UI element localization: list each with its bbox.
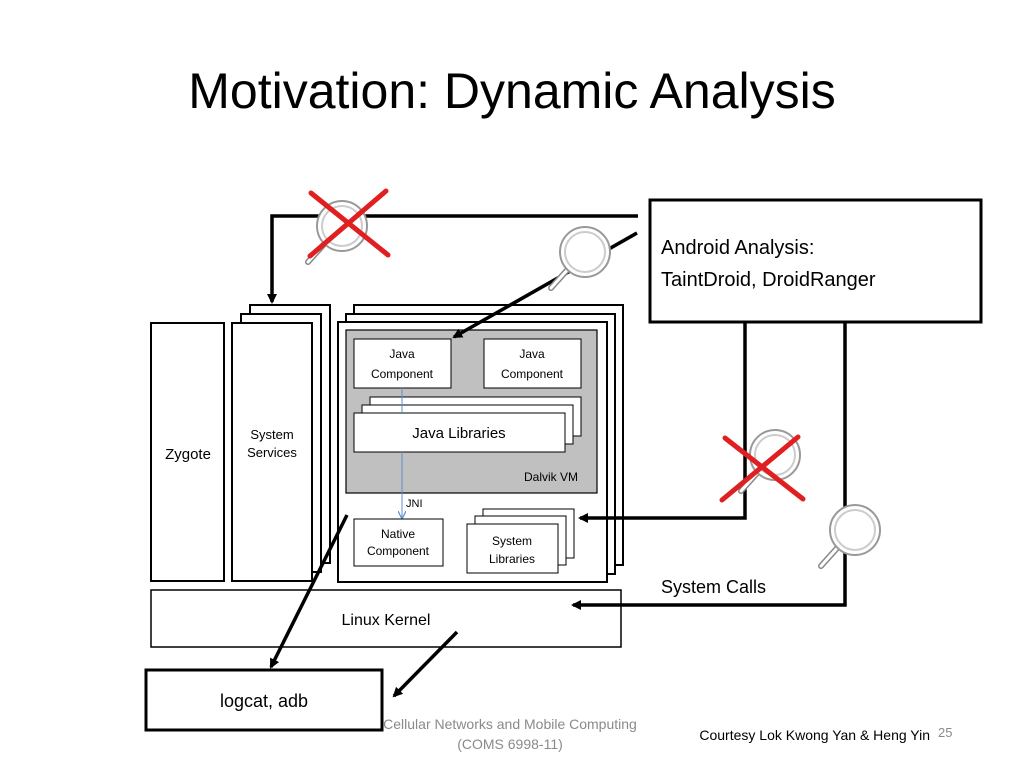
java-component-right: Java Component (483, 338, 582, 389)
system-libraries-label-2: Libraries (489, 552, 535, 566)
arrow-native-to-logcat (269, 514, 349, 669)
linux-kernel-label: Linux Kernel (342, 612, 431, 629)
android-analysis-label-2: TaintDroid, DroidRanger (661, 269, 876, 291)
jni-label: JNI (406, 498, 423, 510)
system-services-stack: System Services (231, 304, 331, 582)
java-component-left-label-2: Component (371, 367, 434, 381)
java-libraries-label: Java Libraries (412, 425, 505, 442)
system-calls-label: System Calls (661, 577, 766, 597)
system-libraries-label-1: System (492, 534, 532, 548)
system-libraries-stack: System Libraries (466, 508, 575, 574)
native-component: Native Component (353, 518, 444, 567)
native-component-label-2: Component (367, 544, 430, 558)
system-services-label-2: Services (247, 445, 297, 460)
linux-kernel-box: Linux Kernel (150, 589, 622, 648)
slide-title: Motivation: Dynamic Analysis (188, 63, 836, 119)
footer-course: Cellular Networks and Mobile Computing (383, 716, 637, 732)
native-component-label-1: Native (381, 527, 415, 541)
zygote-box: Zygote (150, 322, 225, 582)
android-analysis-box: Android Analysis: TaintDroid, DroidRange… (648, 198, 983, 324)
magnifier-icon (548, 226, 611, 291)
arrow-to-system-services (267, 214, 638, 304)
arrow-to-linux-kernel (571, 322, 847, 610)
java-libraries-stack: Java Libraries (353, 396, 582, 453)
zygote-label: Zygote (165, 446, 211, 463)
system-services-label-1: System (250, 427, 293, 442)
magnifier-icon (818, 504, 881, 569)
java-component-left-label-1: Java (389, 347, 415, 361)
dalvik-vm-label: Dalvik VM (524, 470, 578, 484)
java-component-right-label-1: Java (519, 347, 545, 361)
logcat-adb-box: logcat, adb (144, 668, 384, 732)
android-analysis-label-1: Android Analysis: (661, 237, 814, 259)
footer-course-code: (COMS 6998-11) (457, 736, 563, 752)
java-component-left: Java Component (353, 338, 452, 389)
footer: Cellular Networks and Mobile Computing (… (340, 714, 680, 754)
logcat-adb-label: logcat, adb (220, 691, 308, 711)
cross-icon (719, 434, 806, 503)
cross-icon (307, 188, 391, 259)
courtesy-credit: Courtesy Lok Kwong Yan & Heng Yin (699, 727, 930, 743)
java-component-right-label-2: Component (501, 367, 564, 381)
arrow-kernel-to-logcat (392, 630, 459, 698)
arrow-to-system-libraries (578, 322, 747, 523)
slide-number: 25 (938, 725, 953, 740)
